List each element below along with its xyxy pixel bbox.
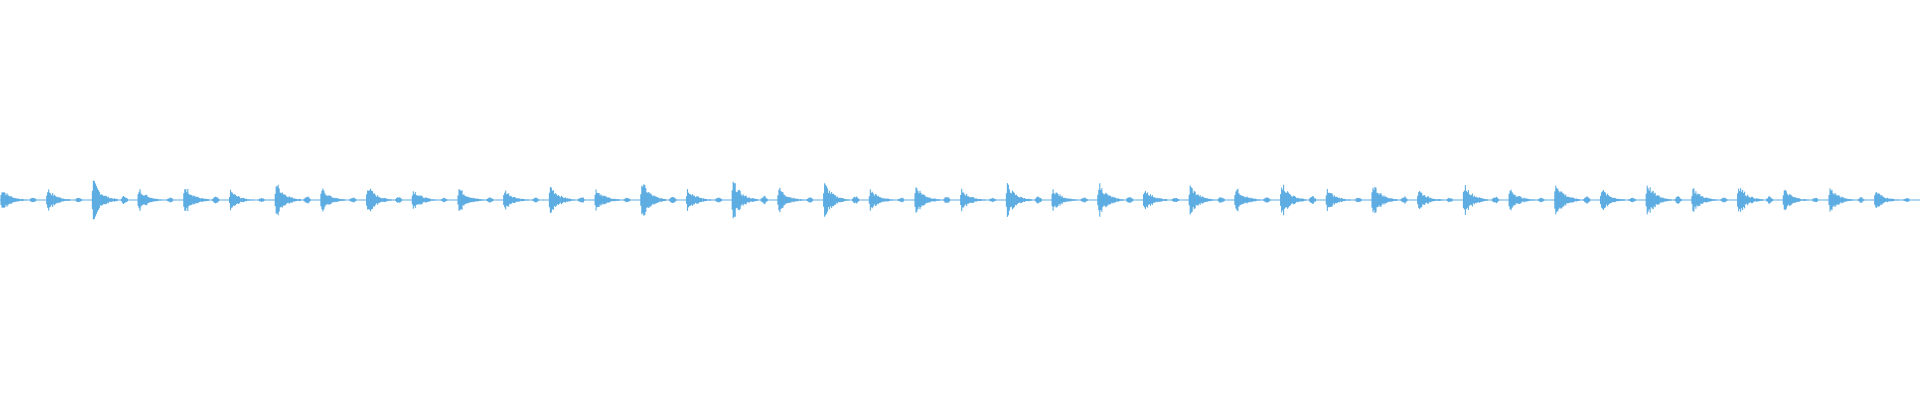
waveform-beat (457, 189, 494, 211)
waveform-beat (1417, 191, 1454, 209)
waveform-burst (1417, 191, 1454, 209)
waveform-burst (0, 192, 37, 208)
waveform-burst (1325, 189, 1362, 211)
waveform-burst (777, 187, 814, 213)
waveform-beat (1234, 188, 1271, 212)
waveform-beat (1097, 183, 1134, 217)
waveform-beat (777, 187, 814, 213)
waveform-beat (594, 189, 631, 211)
waveform-beat (868, 189, 905, 211)
waveform-burst (457, 189, 494, 211)
waveform-burst (640, 184, 677, 216)
waveform-burst (91, 180, 128, 220)
waveform-beat (1554, 185, 1591, 215)
waveform-beat (411, 191, 448, 209)
waveform-burst (1691, 188, 1728, 212)
waveform-burst (1462, 185, 1499, 215)
waveform-beat (1051, 189, 1088, 211)
waveform-burst (594, 189, 631, 211)
waveform-beat (1325, 189, 1362, 211)
waveform-burst (1005, 183, 1042, 217)
waveform-beat (1371, 186, 1408, 214)
waveform-beat (1599, 190, 1637, 210)
waveform-beat (1508, 189, 1545, 211)
waveform-beat (183, 188, 220, 212)
waveform-burst (914, 187, 951, 213)
waveform-burst (1828, 188, 1865, 212)
waveform-burst (1051, 189, 1088, 211)
waveform-burst (1599, 190, 1637, 210)
waveform-burst (1188, 185, 1225, 215)
waveform-beat (640, 184, 677, 216)
waveform-beats-group (0, 180, 1911, 220)
waveform-burst (137, 189, 174, 211)
waveform-burst (823, 183, 860, 217)
waveform-burst (503, 190, 540, 210)
waveform-beat (548, 187, 585, 213)
waveform-beat (823, 183, 860, 217)
waveform-burst (46, 189, 83, 211)
waveform-burst (1280, 184, 1317, 216)
waveform-beat (1645, 185, 1682, 215)
waveform-beat (46, 189, 83, 211)
waveform-burst (1645, 185, 1682, 215)
waveform-beat (1142, 191, 1180, 209)
waveform-beat (1462, 185, 1499, 215)
waveform-beat (1188, 185, 1225, 215)
waveform-burst (960, 188, 997, 212)
waveform-burst (685, 189, 723, 211)
waveform-beat (137, 189, 174, 211)
waveform-beat (1280, 184, 1317, 216)
waveform-burst (1554, 185, 1591, 215)
waveform-beat (0, 192, 37, 208)
waveform-beat (685, 189, 723, 211)
waveform-burst (1097, 183, 1134, 217)
waveform-beat (914, 187, 951, 213)
waveform-burst (183, 188, 220, 212)
waveform-beat (366, 188, 403, 212)
waveform-burst (868, 189, 905, 211)
waveform-burst (274, 184, 311, 216)
waveform-beat (503, 190, 540, 210)
waveform-burst (1737, 188, 1774, 212)
waveform-burst (1874, 192, 1911, 208)
waveform-burst (1782, 189, 1819, 211)
waveform-burst (366, 188, 403, 212)
waveform-burst (1234, 188, 1271, 212)
waveform-beat (91, 180, 128, 220)
waveform-beat (1828, 188, 1865, 212)
waveform-burst (320, 188, 357, 212)
waveform-beat (1691, 188, 1728, 212)
waveform-beat (320, 188, 357, 212)
waveform-burst (411, 191, 448, 209)
waveform-burst (1142, 191, 1180, 209)
waveform-burst (228, 189, 266, 211)
waveform-beat (1874, 192, 1911, 208)
waveform-beat (731, 181, 768, 219)
waveform-beat (228, 189, 266, 211)
waveform-beat (274, 184, 311, 216)
waveform-beat (1737, 188, 1774, 212)
waveform-burst (1371, 186, 1408, 214)
waveform-beat (1005, 183, 1042, 217)
waveform-burst (1508, 189, 1545, 211)
waveform-burst (731, 181, 768, 219)
waveform-beat (960, 188, 997, 212)
waveform-beat (1782, 189, 1819, 211)
waveform-burst (548, 187, 585, 213)
